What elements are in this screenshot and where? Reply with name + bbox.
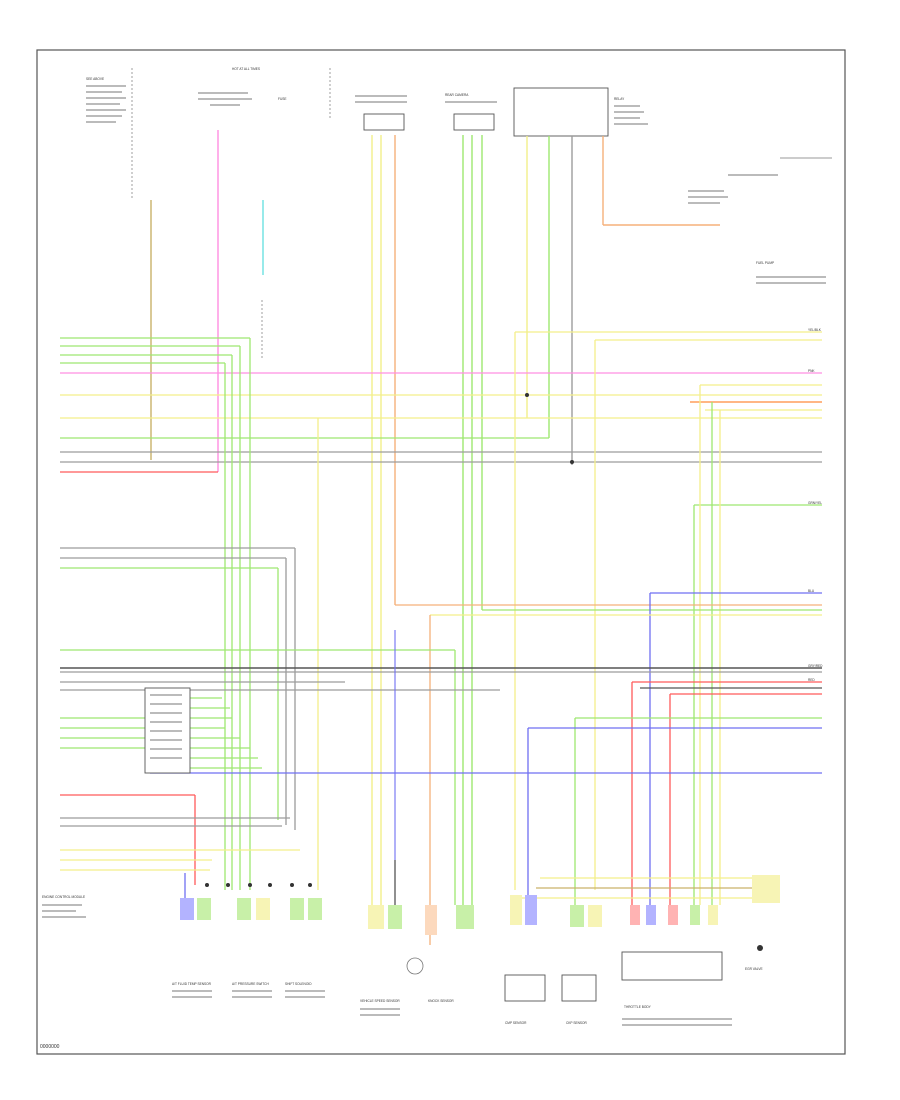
wire-label-gry: GRY/RED <box>808 664 823 668</box>
splice-dots <box>205 393 574 887</box>
sensor-a-label: A/T FLUID TEMP SENSOR <box>172 982 212 986</box>
horizontal-bus-mid <box>60 547 822 945</box>
bottom-labels: A/T FLUID TEMP SENSOR A/T PRESSURE SWITC… <box>172 967 763 1026</box>
sensor-f-label: CMP SENSOR <box>505 1021 527 1025</box>
diagram-code: 0000000 <box>40 1044 60 1050</box>
horizontal-bus-upper <box>60 331 822 506</box>
sensor-i-label: EGR VALVE <box>745 967 763 971</box>
wire-label-red: RED <box>808 678 815 682</box>
relay-label: RELAY <box>614 97 625 101</box>
ecm-module-label-block: ENGINE CONTROL MODULE <box>42 895 86 918</box>
ecm-connector <box>144 687 191 774</box>
rear-camera-module-2: REAR CAMERA <box>445 93 497 131</box>
ecm-label: ENGINE CONTROL MODULE <box>42 895 85 899</box>
sensor-e-label: KNOCK SENSOR <box>428 999 454 1003</box>
top-mid-label: HOT AT ALL TIMES <box>232 67 260 71</box>
top-left-label-block: SEE ABOVE <box>86 77 126 123</box>
wire-label-yel: YEL/BLK <box>808 328 822 332</box>
sensor-h-label: THROTTLE BODY <box>624 1005 652 1009</box>
sensor-d-label: VEHICLE SPEED SENSOR <box>360 999 400 1003</box>
right-wire-labels: YEL/BLK PNK GRN/YEL BLU GRY/RED RED <box>808 328 823 682</box>
fuel-pump-label: FUEL PUMP <box>756 261 774 265</box>
wire-label-grn: GRN/YEL <box>808 501 822 505</box>
relay-module: RELAY <box>513 87 648 137</box>
sensor-c-label: SHIFT SOLENOID <box>285 982 312 986</box>
diagram-frame <box>36 49 846 1055</box>
top-mid-label-block: HOT AT ALL TIMES FUSE <box>198 67 287 106</box>
sensor-b-label: A/T PRESSURE SWITCH <box>232 982 269 986</box>
bottom-sensor-boxes <box>406 945 763 1002</box>
sensor-g-label: CKP SENSOR <box>566 1021 588 1025</box>
fuel-pump-area: FUEL PUMP <box>688 157 832 284</box>
vertical-wires-top <box>150 130 720 905</box>
wire-label-blu: BLU <box>808 589 815 593</box>
fuse-label: FUSE <box>278 97 287 101</box>
rear-camera-label: REAR CAMERA <box>445 93 469 97</box>
rear-camera-module-1 <box>355 95 407 131</box>
wire-label-pnk: PNK <box>808 369 815 373</box>
sensor-connectors <box>180 875 780 935</box>
top-left-label: SEE ABOVE <box>86 77 104 81</box>
